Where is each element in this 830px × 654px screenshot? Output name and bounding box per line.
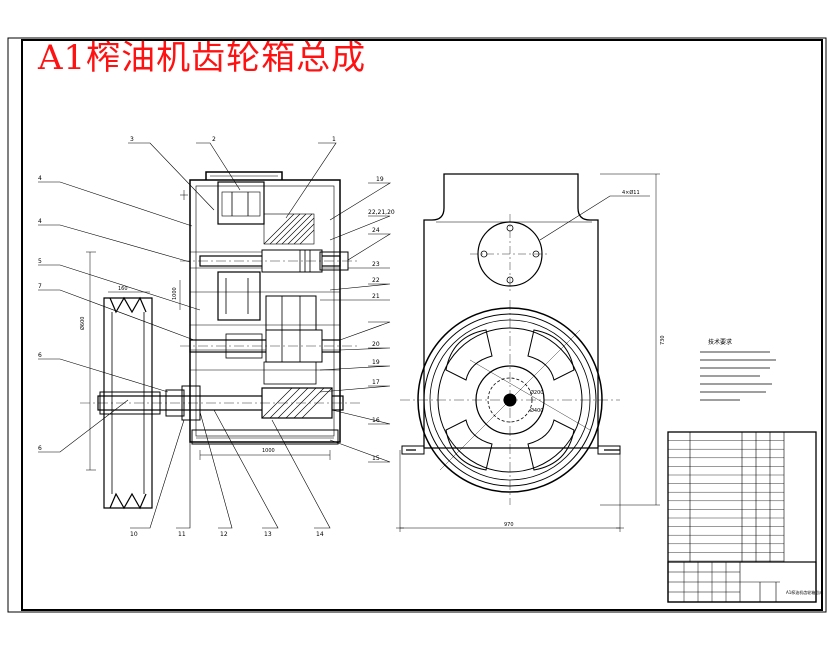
- hole-callout: 4×Ø11: [622, 189, 640, 196]
- balloon-1: 1: [332, 136, 336, 143]
- balloon-r5: 21: [372, 293, 380, 300]
- dim-pulley-width: 160: [118, 286, 128, 292]
- housing: [189, 179, 341, 443]
- balloon-r3: 23: [372, 261, 380, 268]
- outer-border: [7, 37, 827, 613]
- front-view: [396, 173, 660, 532]
- balloon-3: 3: [130, 136, 134, 143]
- dim-front-height: 730: [660, 335, 666, 345]
- balloon-6b: 6: [38, 445, 42, 452]
- balloon-b2: 12: [220, 531, 228, 538]
- balloon-5: 5: [38, 258, 42, 265]
- inner-border: [21, 39, 823, 611]
- balloon-r2: 24: [372, 227, 380, 234]
- balloon-r6: 20: [372, 341, 380, 348]
- dim-gear-2: Ø400: [530, 407, 543, 414]
- balloon-r0: 19: [376, 176, 384, 183]
- balloon-r10: 15: [372, 455, 380, 462]
- dim-gear-1: Ø200: [530, 389, 543, 396]
- balloon-r8: 17: [372, 379, 380, 386]
- dim-pulley-dia: Ø600: [79, 317, 86, 330]
- side-view: [80, 171, 360, 510]
- balloon-2: 2: [212, 136, 216, 143]
- balloon-r1: 22,21,20: [368, 209, 395, 216]
- dim-box-width: 1000: [262, 448, 275, 454]
- balloon-b4: 14: [316, 531, 324, 538]
- leader-lines: [38, 142, 392, 529]
- balloon-7: 7: [38, 283, 42, 290]
- tech-requirements: [700, 351, 776, 401]
- balloon-6a: 6: [38, 352, 42, 359]
- balloon-b0: 10: [130, 531, 138, 538]
- dim-box-height: 1000: [172, 287, 178, 300]
- gear-top: [217, 181, 265, 225]
- drawing-title: A1榨油机齿轮箱总成: [38, 38, 367, 78]
- balloon-r9: 16: [372, 417, 380, 424]
- balloon-r4: 22: [372, 277, 380, 284]
- balloon-b3: 13: [264, 531, 272, 538]
- tech-req-heading: 技术要求: [708, 338, 732, 346]
- balloon-4a: 4: [38, 175, 42, 182]
- gear-mid: [217, 271, 261, 321]
- parts-list: [667, 431, 817, 603]
- balloon-4b: 4: [38, 218, 42, 225]
- balloon-r7: 19: [372, 359, 380, 366]
- dim-front-width: 970: [504, 522, 514, 528]
- balloon-b1: 11: [178, 531, 186, 538]
- title-block-name: A1榨油机齿轮箱总成: [786, 589, 823, 595]
